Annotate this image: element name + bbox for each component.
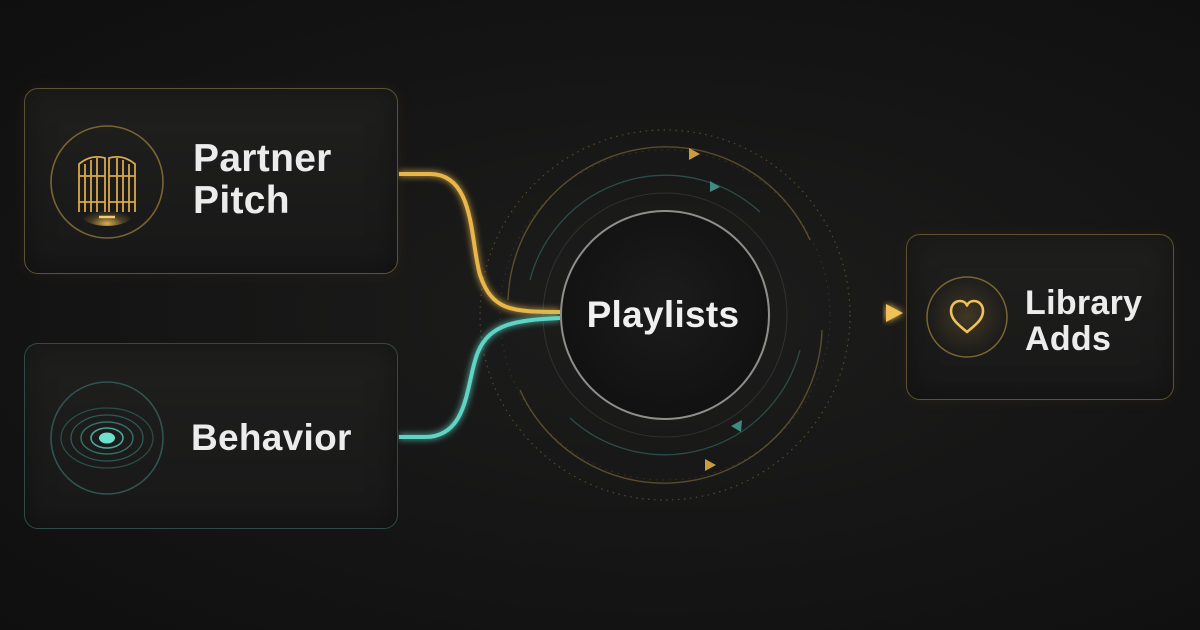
orbit-arrow-icon [705, 459, 716, 471]
orbit-arc-gold-bottom [519, 329, 823, 484]
behavior-label: Behavior [191, 418, 352, 458]
arrowhead-icon [886, 304, 903, 322]
library-adds-card: Library Adds [906, 234, 1174, 400]
behavior-connector [399, 316, 561, 439]
behavior-line-1: Behavior [191, 417, 352, 458]
orbit-arc-teal-bottom [569, 349, 801, 456]
orbit-arc-gold-top [507, 146, 811, 301]
behavior-card: Behavior [24, 343, 398, 529]
library-adds-label: Library Adds [1025, 285, 1142, 358]
partner-pitch-label: Partner Pitch [193, 138, 332, 221]
partner-pitch-card: Partner Pitch [24, 88, 398, 274]
gate-icon [50, 125, 164, 239]
playlists-hub-circle [560, 210, 770, 420]
heart-icon [926, 276, 1008, 358]
ripple-icon [50, 381, 164, 495]
partner-pitch-line-2: Pitch [193, 178, 290, 222]
library-adds-line-1: Library [1025, 284, 1143, 322]
orbit-arrow-icon [689, 148, 700, 160]
orbit-arrow-icon [731, 420, 742, 432]
partner-pitch-connector [399, 172, 561, 314]
library-adds-line-2: Adds [1025, 320, 1112, 359]
orbit-arc-teal-top [529, 174, 761, 281]
playlists-hub-label: Playlists [586, 294, 740, 335]
partner-pitch-line-1: Partner [193, 137, 332, 180]
orbit-arrow-icon [710, 181, 720, 192]
